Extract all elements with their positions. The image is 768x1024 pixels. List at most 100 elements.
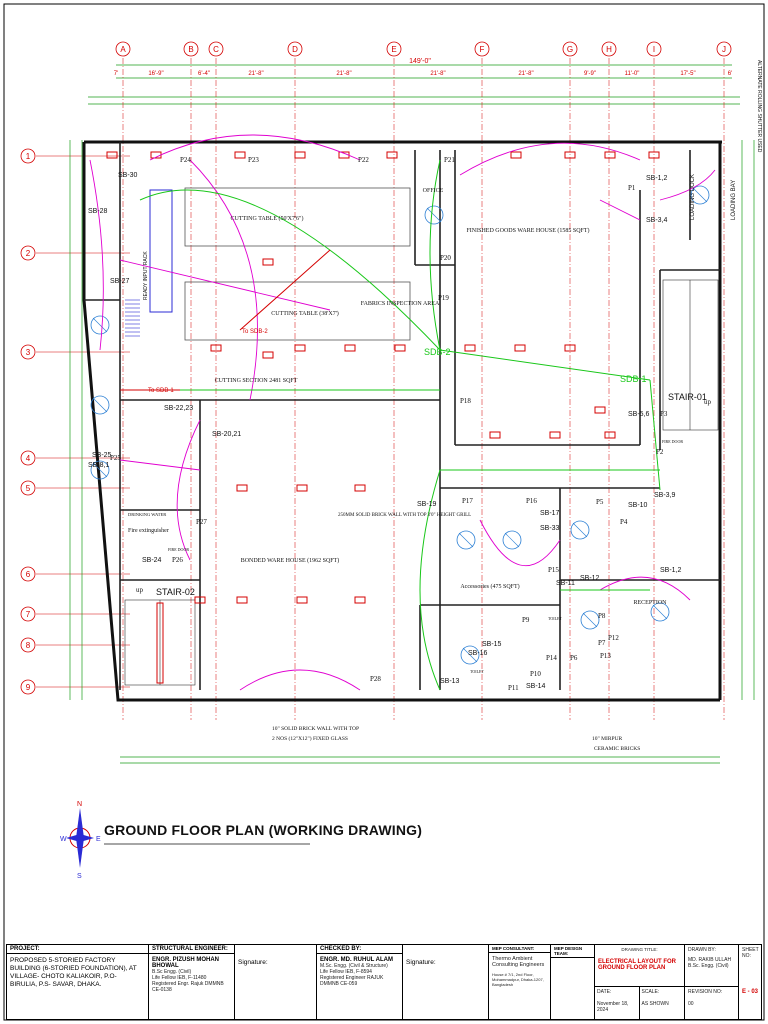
wiring-green <box>120 159 661 691</box>
label-fire-door-2: FIRE DOOR <box>662 439 683 444</box>
tb-revision-value: 00 <box>688 1001 694 1007</box>
p-label: P25 <box>110 454 121 462</box>
sb-label: SB-20,21 <box>212 431 241 438</box>
sb-label: SB-11 <box>556 580 575 587</box>
p-label: P18 <box>460 397 471 405</box>
tb-structural: STRUCTURAL ENGINEER: ENGR. PIZUSH MOHAN … <box>149 945 235 1019</box>
sb-label: SB-3,4 <box>646 217 668 224</box>
grid-bubble-4 <box>20 450 36 466</box>
tb-drawn-label: DRAWN BY: <box>688 947 716 953</box>
tb-mep-addr: House # 7/1, 2nd Floor, Mohammadpur, Dha… <box>492 972 544 987</box>
grid-label-E: E <box>391 45 396 54</box>
grid-bubble-6 <box>20 566 36 582</box>
tb-date-value: November 18, 2024 <box>597 1001 629 1013</box>
p-label: P14 <box>546 654 557 662</box>
label-stair-01: STAIR-01 <box>668 392 707 402</box>
tb-structural-label: STRUCTURAL ENGINEER: <box>149 945 234 954</box>
light-fixture <box>294 151 306 159</box>
top-dimension-label: 21'-8" <box>430 71 445 77</box>
compass-n: N <box>77 801 82 808</box>
stair-01 <box>662 279 719 431</box>
p-label: P13 <box>600 652 611 660</box>
sb-label: SB-3,9 <box>654 492 676 499</box>
tb-checked-reg2: DMMNB CE-059 <box>320 981 358 987</box>
label-accessories: Accessories (475 SQFT) <box>460 583 519 590</box>
p-label: P12 <box>608 634 619 642</box>
ceiling-fan <box>90 395 110 415</box>
p-label: P5 <box>596 498 604 506</box>
note-brick-wall-10: 10" SOLID BRICK WALL WITH TOP <box>272 726 359 732</box>
ceiling-fan <box>502 530 522 550</box>
label-fabrics-inspection: FABRICS INSPECTION AREA <box>361 301 440 307</box>
tb-project-label: PROJECT: <box>7 945 148 954</box>
light-fixture <box>394 344 406 352</box>
light-fixture <box>594 406 606 414</box>
sb-label: SB-10 <box>628 502 648 509</box>
light-fixture <box>549 431 561 439</box>
grid-bubble-C <box>208 41 224 57</box>
label-loading-dock: LOADING DOCK <box>690 174 696 220</box>
grid-label-H: H <box>606 45 612 54</box>
grid-bubble-3 <box>20 344 36 360</box>
light-fixture <box>344 344 356 352</box>
label-toilet-1: TOILET <box>470 669 484 674</box>
tb-mep: MEP CONSULTANT: Thermo Ambient Consultin… <box>489 945 551 1019</box>
grid-bubble-H <box>601 41 617 57</box>
tb-drawn-deg: B.Sc. Engg. (Civil) <box>688 963 729 969</box>
sb-label: SB-24 <box>142 557 162 564</box>
tb-structural-ieb: Life Fellow IEB, F-11480 <box>152 975 207 981</box>
light-fixture <box>296 484 308 492</box>
top-dimension-total: 149'-0" <box>409 58 431 65</box>
grid-bubble-5 <box>20 480 36 496</box>
tb-mep-firm1: Thermo Ambient <box>492 956 533 962</box>
ceiling-fan-blade <box>692 187 708 203</box>
p-label: P3 <box>660 410 668 418</box>
tb-design-team: MEP DESIGN TEAM: <box>551 945 595 1019</box>
to-sdb-2-feeder <box>239 249 331 331</box>
light-fixture <box>236 596 248 604</box>
switchboard-labels: SB-30SB-28SB-27SB-22,23SB-20,21SB-25SB-8… <box>88 172 682 690</box>
light-fixture <box>564 151 576 159</box>
ceiling-fan-blade <box>582 612 598 628</box>
wiring-magenta <box>89 134 716 691</box>
ceiling-fan <box>460 645 480 665</box>
grid-label-I: I <box>653 45 655 54</box>
right-dimension-lines <box>741 140 755 700</box>
sb-label: SB-25 <box>92 452 112 459</box>
grid-label-J: J <box>722 45 726 54</box>
grid-bubble-F <box>474 41 490 57</box>
label-up-2: up <box>704 398 712 406</box>
light-fixtures <box>106 151 660 604</box>
steps-hatch <box>125 299 140 337</box>
ceiling-fan <box>456 530 476 550</box>
note-sdb-2: SDB-2 <box>424 347 451 357</box>
note-to-sdb-1: To SDB-1 <box>148 388 174 394</box>
notes: 250MM SOLID BRICK WALL WITH TOP 3'0" HEI… <box>272 513 640 752</box>
top-dimension-lines <box>88 64 740 105</box>
p-label: P7 <box>598 639 606 647</box>
note-sdb-1: SDB-1 <box>620 374 647 384</box>
tb-structural-deg: B.Sc Engg. (Civil) <box>152 969 192 975</box>
tb-mep-firm2: Consulting Engineers <box>492 962 545 968</box>
grid-label-C: C <box>213 45 219 54</box>
label-stair-02: STAIR-02 <box>156 587 195 597</box>
sheet-border <box>3 3 765 1021</box>
grid-bubble-E <box>386 41 402 57</box>
top-dimension-label: 7' <box>114 71 118 77</box>
light-fixture <box>262 258 274 266</box>
p-label: P23 <box>248 156 259 164</box>
label-reception: RECEPTION <box>634 600 668 606</box>
left-dimension-lines <box>69 140 83 700</box>
light-fixture <box>296 596 308 604</box>
ceiling-fan <box>90 315 110 335</box>
tb-scale-label: SCALE: <box>641 989 660 995</box>
ceiling-fan <box>90 460 110 480</box>
bottom-dimension-lines <box>120 756 720 764</box>
label-up-1: up <box>136 586 144 594</box>
tb-signature-2: Signature: <box>403 945 489 1019</box>
grid-label-D: D <box>292 45 298 54</box>
ceiling-fan-blade <box>458 532 474 548</box>
p-label: P17 <box>462 497 473 505</box>
ceiling-fan <box>580 610 600 630</box>
p-label: P2 <box>656 448 664 456</box>
